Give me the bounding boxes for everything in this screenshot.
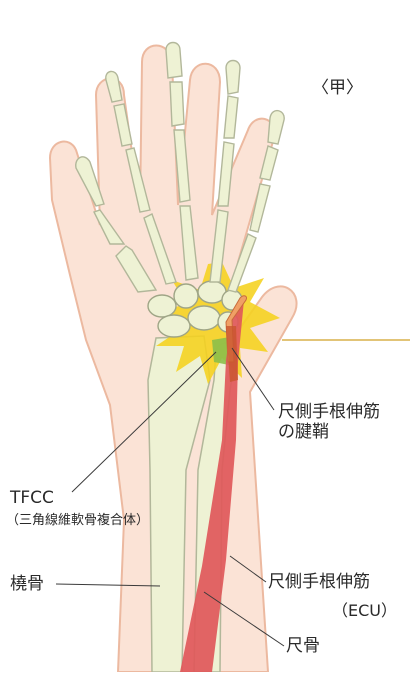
ecu-abbr-label: （ECU） <box>332 601 397 620</box>
ecu-sheath-label: 尺側手根伸筋 の腱鞘 <box>278 402 380 443</box>
ecu-sheath-label-line2: の腱鞘 <box>278 422 380 442</box>
radius-label: 橈骨 <box>10 574 44 594</box>
ulna-label: 尺骨 <box>286 636 320 656</box>
ecu-label: 尺側手根伸筋 <box>268 572 370 592</box>
ecu-sheath-label-line1: 尺側手根伸筋 <box>278 402 380 422</box>
view-label: 〈甲〉 <box>312 78 363 98</box>
tfcc-label: TFCC <box>10 488 54 508</box>
tfcc-full-label: （三角線維軟骨複合体） <box>6 513 149 529</box>
